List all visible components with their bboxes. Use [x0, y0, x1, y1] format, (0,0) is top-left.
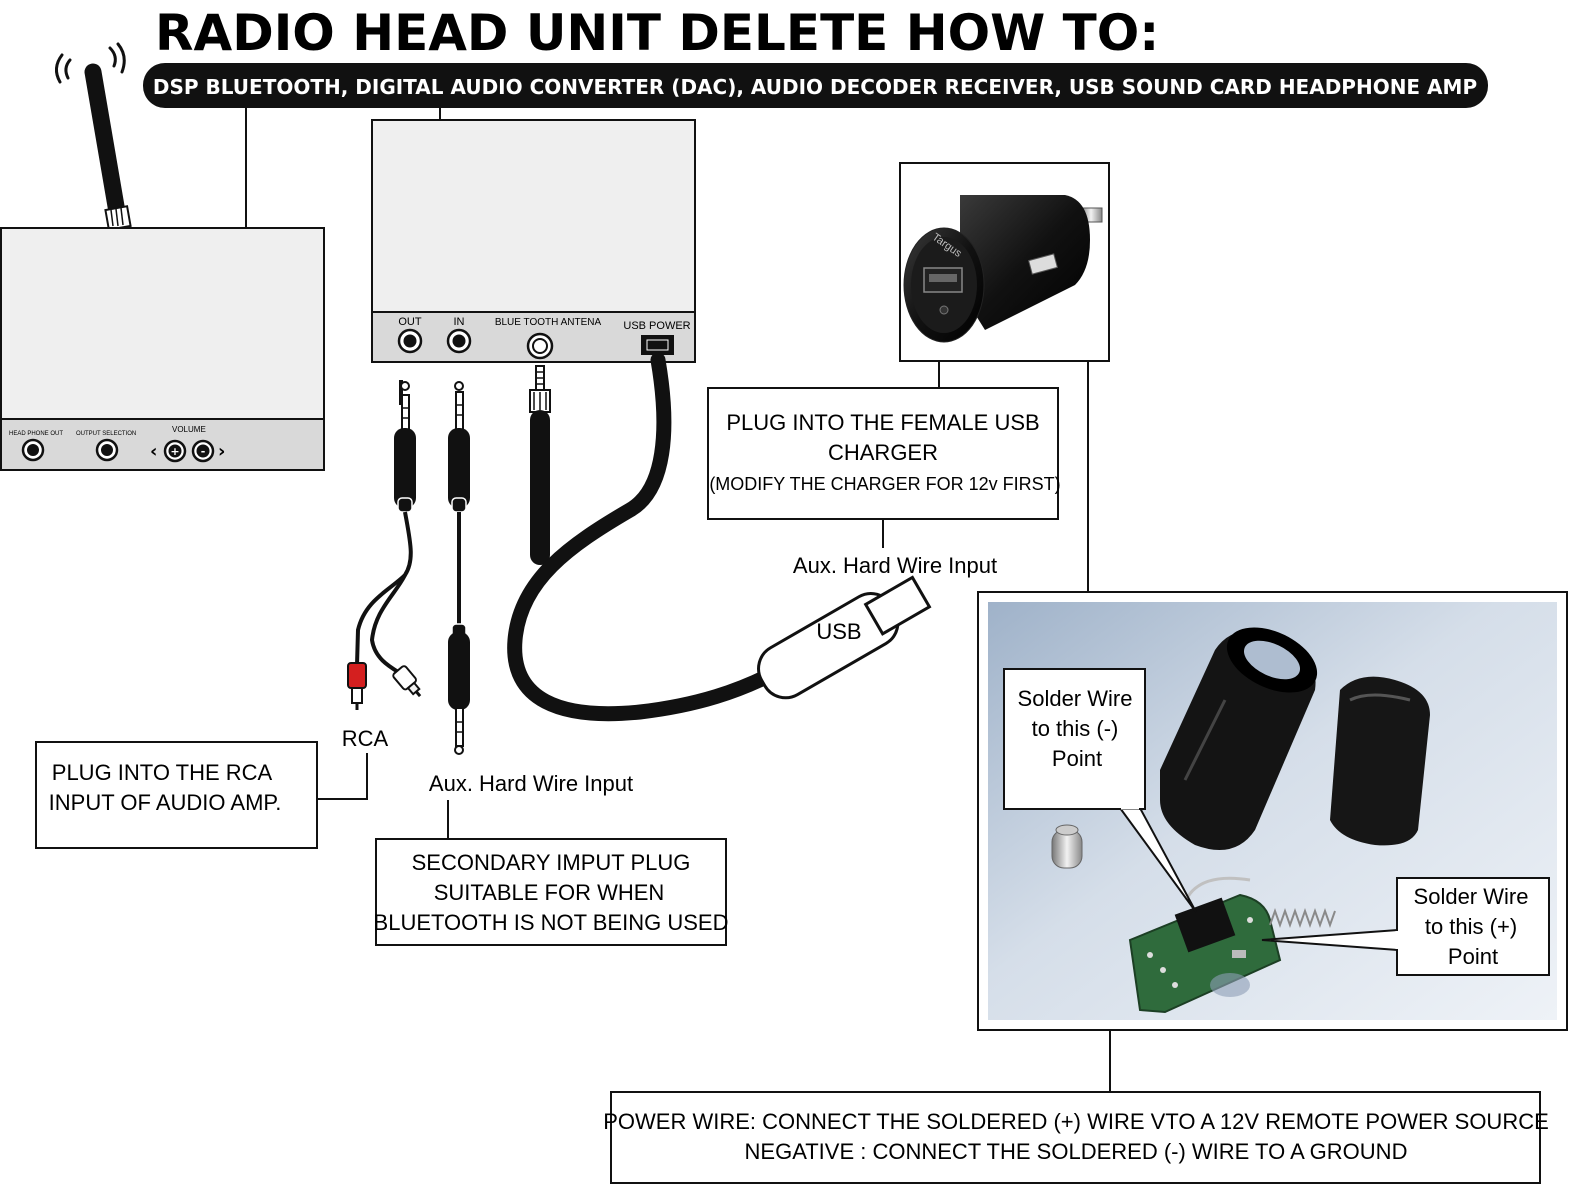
volume-minus-icon: - — [201, 445, 206, 458]
power-instruction: POWER WIRE: CONNECT THE SOLDERED (+) WIR… — [603, 1091, 1549, 1184]
out-aux-cable — [347, 380, 422, 710]
usb-plug-label: USB — [816, 619, 861, 644]
in-jack — [446, 328, 472, 354]
port-label-in: IN — [454, 316, 465, 328]
rca-instruction: PLUG INTO THE RCA INPUT OF AUDIO AMP. — [35, 741, 318, 849]
secondary-instruction-line2: SUITABLE FOR WHEN — [434, 880, 665, 905]
power-instruction-line1: POWER WIRE: CONNECT THE SOLDERED (+) WIR… — [603, 1109, 1549, 1134]
rca-label: RCA — [342, 726, 389, 751]
volume-control: ‹ + - › — [150, 439, 225, 463]
out-jack — [397, 328, 423, 354]
circuit-photo: Solder Wire to this (-) Point Solder Wir… — [977, 591, 1568, 1092]
antenna-jack — [526, 332, 554, 360]
metal-tip — [1051, 824, 1083, 869]
circuit-board — [1128, 876, 1282, 1014]
port-label-antenna: BLUE TOOTH ANTENA — [495, 317, 602, 328]
usb-charger: Targus — [899, 162, 1110, 592]
rca-instruction-line2: INPUT OF AUDIO AMP. — [49, 790, 282, 815]
port-label-output: OUTPUT SELECTION — [76, 431, 136, 437]
center-unit: OUT IN BLUE TOOTH ANTENA USB POWER — [371, 108, 696, 363]
svg-text:‹: ‹ — [150, 441, 157, 462]
usb-instruction-line1: PLUG INTO THE FEMALE USB — [726, 410, 1039, 435]
bluetooth-antenna-stub — [529, 365, 551, 565]
connector-line — [318, 753, 368, 800]
neg-callout-line2: to this (-) — [1032, 716, 1119, 741]
pos-callout-line1: Solder Wire — [1414, 884, 1529, 909]
charger-housing-top — [1160, 627, 1318, 850]
usb-charger-instruction: PLUG INTO THE FEMALE USB CHARGER (MODIFY… — [707, 387, 1061, 578]
solder-positive-callout: Solder Wire to this (+) Point — [1261, 877, 1550, 976]
usb-plug-connector — [863, 575, 932, 636]
rca-red-plug — [347, 662, 367, 689]
port-label-usb: USB POWER — [623, 320, 690, 332]
power-instruction-line2: NEGATIVE : CONNECT THE SOLDERED (-) WIRE… — [745, 1139, 1408, 1164]
headphone-jack — [21, 438, 45, 462]
usb-cable: USB — [507, 352, 932, 722]
subtitle-banner — [143, 63, 1488, 108]
left-unit-panel — [0, 418, 325, 471]
rca-instruction-line1: PLUG INTO THE RCA — [52, 760, 273, 785]
port-label-headphone: HEAD PHONE OUT — [9, 431, 63, 437]
spring — [1269, 908, 1336, 928]
wireless-signal-icon — [55, 42, 126, 84]
secondary-instruction-line1: SECONDARY IMPUT PLUG — [412, 850, 691, 875]
charger-housing-bottom — [1330, 676, 1430, 846]
neg-callout-line3: Point — [1052, 746, 1102, 771]
in-aux-cable — [448, 381, 470, 755]
secondary-instruction-line3: BLUETOOTH IS NOT BEING USED — [374, 910, 729, 935]
antenna-icon — [84, 63, 132, 231]
usb-instruction-line3: (MODIFY THE CHARGER FOR 12v FIRST) — [709, 474, 1060, 494]
header: RADIO HEAD UNIT DELETE HOW TO: DSP BLUET… — [143, 4, 1488, 108]
aux-label-right: Aux. Hard Wire Input — [793, 553, 997, 578]
usb-instruction-line2: CHARGER — [828, 440, 938, 465]
neg-callout-line1: Solder Wire — [1018, 686, 1133, 711]
pos-callout-line3: Point — [1448, 944, 1498, 969]
solder-negative-callout: Solder Wire to this (-) Point — [1003, 668, 1197, 913]
left-unit: HEAD PHONE OUT OUTPUT SELECTION VOLUME ‹… — [0, 42, 325, 471]
port-label-volume: VOLUME — [172, 425, 206, 434]
pos-callout-line2: to this (+) — [1425, 914, 1517, 939]
subtitle: DSP BLUETOOTH, DIGITAL AUDIO CONVERTER (… — [153, 75, 1477, 99]
aux-label-left: Aux. Hard Wire Input — [429, 771, 633, 796]
volume-plus-icon: + — [170, 445, 179, 458]
port-label-out: OUT — [398, 316, 422, 328]
svg-text:›: › — [218, 441, 225, 462]
page-title: RADIO HEAD UNIT DELETE HOW TO: — [155, 4, 1159, 62]
output-selection-jack — [95, 438, 119, 462]
secondary-input-instruction: SECONDARY IMPUT PLUG SUITABLE FOR WHEN B… — [374, 838, 729, 946]
